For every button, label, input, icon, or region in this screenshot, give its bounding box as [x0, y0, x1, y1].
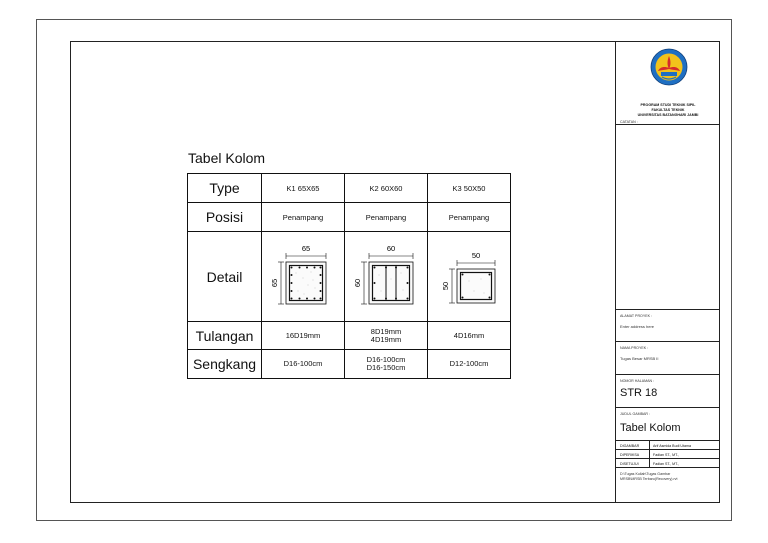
- judul-gambar-section: JUDUL GAMBAR : Tabel Kolom: [616, 408, 720, 441]
- signature-role: DISETUJUI: [620, 461, 639, 466]
- signature-name: Fadian ST., MT.,: [653, 461, 679, 466]
- table-row: Type K1 65X65 K2 60X60 K3 50X50: [187, 173, 511, 203]
- cell-sengkang-k1: D16-100cm: [261, 349, 345, 379]
- alamat-value: Enter address here: [620, 324, 655, 329]
- section-detail-k1: 65 65: [270, 244, 327, 304]
- cell-detail-k3: 50 50: [427, 231, 511, 322]
- signature-row: DISETUJUI Fadian ST., MT.,: [616, 459, 720, 468]
- cell-tulangan-k3: 4D16mm: [427, 321, 511, 350]
- judul-gambar-label: JUDUL GAMBAR :: [620, 412, 651, 416]
- alamat-section: ALAMAT PROYEK : Enter address here: [616, 310, 720, 342]
- cell-detail-k2: 60 60: [344, 231, 428, 322]
- drawing-frame: [70, 41, 720, 503]
- table-row: Posisi Penampang Penampang Penampang: [187, 202, 511, 232]
- catatan-label: CATATAN :: [620, 120, 638, 124]
- row-header-posisi: Posisi: [187, 202, 262, 232]
- institution-line: FAKULTAS TEKNIK: [651, 108, 685, 112]
- row-header-tulangan: Tulangan: [187, 321, 262, 350]
- row-header-sengkang: Sengkang: [187, 349, 262, 379]
- sengkang-line: D16-150cm: [366, 363, 406, 372]
- file-path-line: D:\Tugas Kuliah\Tugas Gambar: [620, 472, 671, 476]
- nomor-halaman-label: NOMOR HALAMAN :: [620, 379, 655, 383]
- cell-posisi-k1: Penampang: [261, 202, 345, 232]
- row-header-detail: Detail: [187, 231, 262, 322]
- tulangan-line: 8D19mm: [370, 326, 402, 336]
- dim-width-label: 60: [387, 244, 395, 253]
- alamat-label: ALAMAT PROYEK :: [620, 314, 653, 318]
- signature-role: DIPERIKSA: [620, 452, 640, 457]
- signature-row: DIGAMBAR Arif Asmida Budi Utama: [616, 441, 720, 450]
- university-logo-icon: [650, 48, 688, 86]
- sengkang-line: D12-100cm: [449, 359, 489, 368]
- dim-height-label: 60: [353, 278, 362, 286]
- sengkang-line: D16-100cm: [283, 359, 323, 368]
- tulangan-line: 4D16mm: [453, 330, 485, 340]
- file-path-line: MRSB\MRSB Terbaru(Recovery).rvt: [620, 477, 678, 481]
- nama-proyek-section: NAMA PROYEK : Tugas Besar MRSB II: [616, 342, 720, 375]
- institution-line: UNIVERSITAS BATANGHARI JAMBI: [637, 113, 699, 117]
- institution-line: PROGRAM STUDI TEKNIK SIPIL: [640, 103, 696, 107]
- nomor-halaman-value: STR 18: [620, 387, 658, 399]
- cell-posisi-k3: Penampang: [427, 202, 511, 232]
- dim-height-label: 50: [441, 281, 450, 289]
- signature-name: Arif Asmida Budi Utama: [653, 443, 691, 448]
- table-title: Tabel Kolom: [188, 150, 266, 166]
- tulangan-line: 16D19mm: [285, 330, 321, 340]
- cell-sengkang-k3: D12-100cm: [427, 349, 511, 379]
- table-row: Detail 65 65: [187, 231, 511, 322]
- cell-type-k3: K3 50X50: [427, 173, 511, 203]
- judul-gambar-value: Tabel Kolom: [620, 422, 681, 434]
- cell-detail-k1: 65 65: [261, 231, 345, 322]
- signature-role: DIGAMBAR: [620, 443, 640, 448]
- drawing-sheet: [36, 19, 732, 521]
- column-table: Type K1 65X65 K2 60X60 K3 50X50 Posisi P…: [187, 173, 511, 379]
- tulangan-line: 4D19mm: [370, 334, 402, 344]
- row-header-type: Type: [187, 173, 262, 203]
- catatan-area: [616, 125, 720, 310]
- signature-name: Fadian ST., MT.,: [653, 452, 679, 457]
- section-detail-k2: 60 60: [353, 244, 414, 304]
- nomor-halaman-section: NOMOR HALAMAN : STR 18: [616, 375, 720, 408]
- section-detail-k3: 50 50: [441, 251, 496, 303]
- cell-tulangan-k1: 16D19mm: [261, 321, 345, 350]
- signature-row: DIPERIKSA Fadian ST., MT.,: [616, 450, 720, 459]
- nama-proyek-label: NAMA PROYEK :: [620, 346, 649, 350]
- dim-height-label: 65: [270, 278, 279, 286]
- sengkang-line: D16-100cm: [366, 355, 406, 364]
- nama-proyek-value: Tugas Besar MRSB II: [620, 356, 659, 361]
- title-block: PROGRAM STUDI TEKNIK SIPIL FAKULTAS TEKN…: [615, 42, 720, 502]
- cell-type-k2: K2 60X60: [344, 173, 428, 203]
- title-block-header: PROGRAM STUDI TEKNIK SIPIL FAKULTAS TEKN…: [616, 42, 720, 125]
- dim-width-label: 50: [472, 251, 480, 260]
- dim-width-label: 65: [302, 244, 310, 253]
- cell-posisi-k2: Penampang: [344, 202, 428, 232]
- cell-type-k1: K1 65X65: [261, 173, 345, 203]
